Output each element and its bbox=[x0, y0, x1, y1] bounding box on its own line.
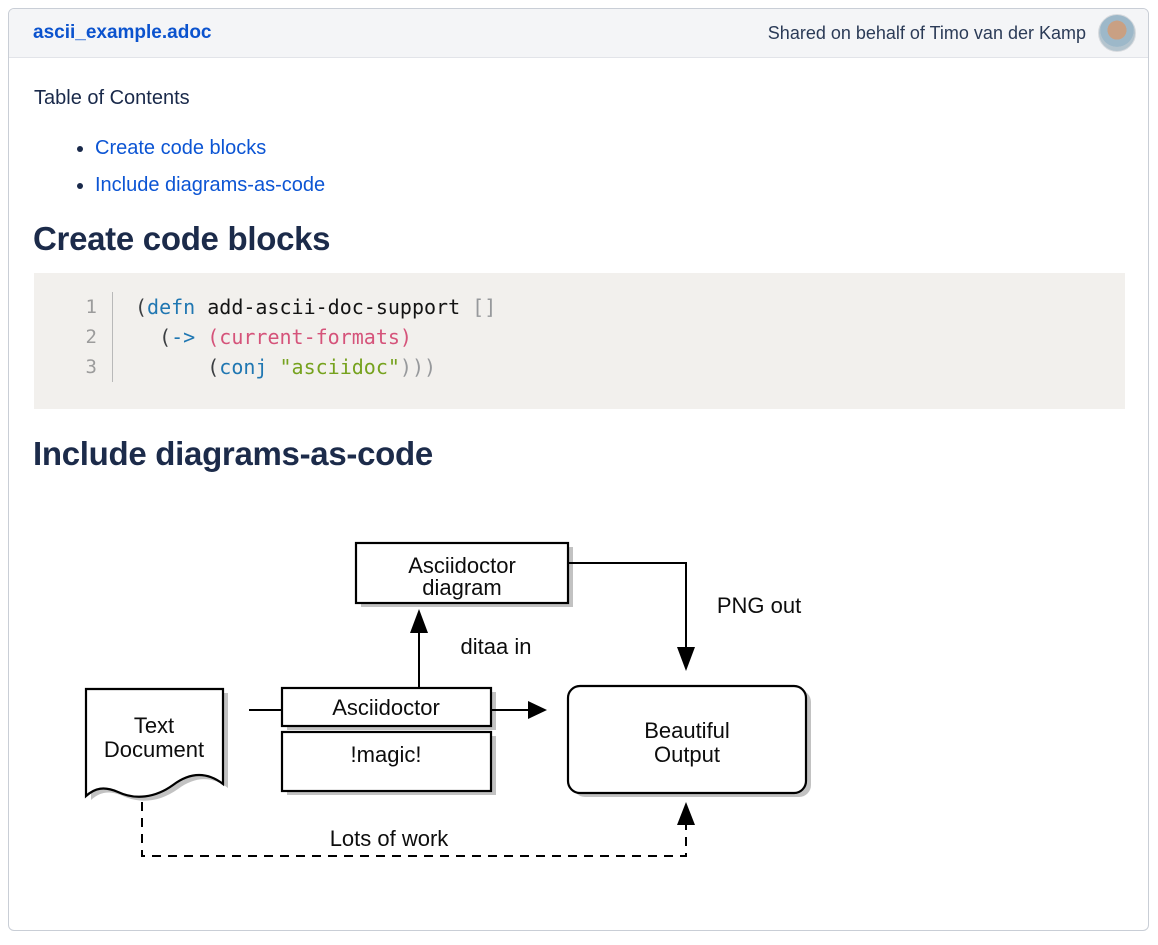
arrow-label-lots-of-work: Lots of work bbox=[330, 826, 450, 851]
bullet-icon bbox=[77, 146, 83, 152]
code-line: 3 (conj "asciidoc"))) bbox=[67, 352, 1125, 382]
code-line: 1 (defn add-ascii-doc-support [] bbox=[67, 292, 1125, 322]
shared-by-text: Shared on behalf of Timo van der Kamp bbox=[767, 22, 1086, 43]
arrow-label-png-out: PNG out bbox=[717, 593, 801, 618]
ditaa-diagram: Asciidoctor diagram Text Document Asciid… bbox=[84, 541, 811, 857]
filename-link[interactable]: ascii_example.adoc bbox=[33, 22, 212, 43]
avatar[interactable] bbox=[1098, 14, 1136, 52]
box-text-document bbox=[84, 687, 225, 799]
box-magic bbox=[280, 730, 493, 793]
toc-link-include-diagrams[interactable]: Include diagrams-as-code bbox=[95, 174, 326, 196]
box-label: Text bbox=[134, 713, 174, 738]
dashed-line bbox=[141, 802, 687, 857]
snippet-header: ascii_example.adoc Shared on behalf of T… bbox=[9, 9, 1148, 58]
header-right: Shared on behalf of Timo van der Kamp bbox=[768, 14, 1136, 52]
box-asciidoctor bbox=[280, 686, 493, 728]
box-beautiful-output bbox=[566, 684, 808, 795]
arrowhead-down-icon bbox=[677, 647, 695, 671]
box-label: !magic! bbox=[351, 742, 422, 767]
toc-item: Create code blocks bbox=[77, 137, 325, 161]
line-number: 2 bbox=[67, 322, 113, 352]
toc-link-create-code-blocks[interactable]: Create code blocks bbox=[95, 137, 267, 159]
arrowhead-right-icon bbox=[528, 701, 547, 719]
toc-list: Create code blocks Include diagrams-as-c… bbox=[77, 137, 326, 211]
code-block: 1 (defn add-ascii-doc-support [] 2 (-> (… bbox=[34, 273, 1125, 409]
arrow-line bbox=[568, 562, 687, 649]
toc-item: Include diagrams-as-code bbox=[77, 174, 326, 198]
box-asciidoctor-diagram bbox=[354, 541, 570, 605]
arrowhead-up-icon bbox=[410, 609, 428, 633]
toc-title: Table of Contents bbox=[34, 87, 190, 109]
snippet-card: ascii_example.adoc Shared on behalf of T… bbox=[8, 8, 1149, 931]
section-heading-create-code-blocks: Create code blocks bbox=[33, 220, 331, 257]
box-label: Asciidoctor bbox=[408, 553, 516, 578]
code-line: 2 (-> (current-formats) bbox=[67, 322, 1125, 352]
box-label: Beautiful bbox=[644, 718, 730, 743]
arrowhead-up-icon bbox=[677, 802, 695, 825]
bullet-icon bbox=[77, 183, 83, 189]
box-label: diagram bbox=[422, 575, 501, 600]
line-number: 3 bbox=[67, 352, 113, 382]
box-label: Asciidoctor bbox=[332, 695, 440, 720]
box-label: Document bbox=[104, 737, 204, 762]
line-number: 1 bbox=[67, 292, 113, 322]
box-label: Output bbox=[654, 742, 720, 767]
section-heading-include-diagrams: Include diagrams-as-code bbox=[33, 435, 433, 472]
arrow-label-ditaa-in: ditaa in bbox=[461, 634, 532, 659]
